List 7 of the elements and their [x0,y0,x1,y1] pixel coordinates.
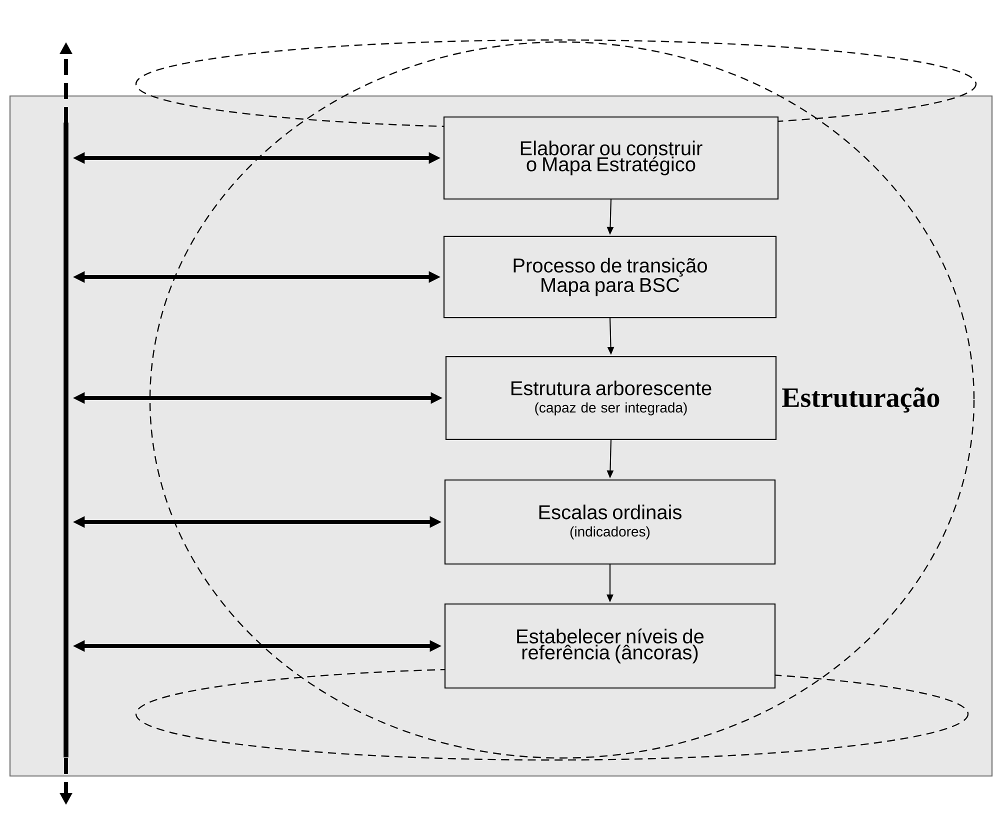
process-box: Estrutura arborescente (capaz de ser integrada) [445,356,777,440]
region-label: Estruturação [782,387,940,413]
vertical-bar [64,122,68,758]
process-box: Escalas ordinais (indicadores) [444,479,776,565]
process-box: Processo de transição Mapa para BSC [443,236,777,318]
process-box: Estabelecer níveis de referência (âncoras) [444,603,776,689]
process-box: Elaborar ou construir o Mapa Estratégico [443,116,779,200]
